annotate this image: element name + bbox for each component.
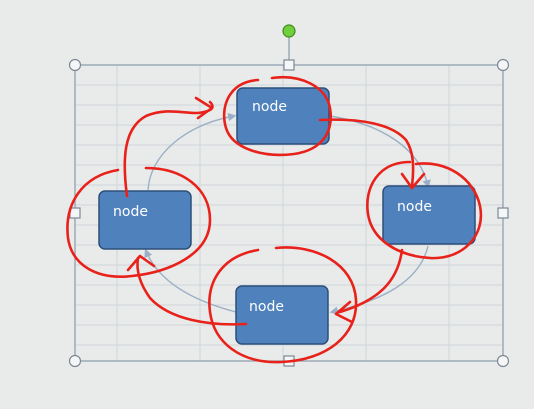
annotation-arrowhead-right: [400, 172, 426, 190]
annotation-stroke-top-to-right: [318, 118, 415, 188]
rotate-handle[interactable]: [282, 24, 296, 38]
node-label: node: [249, 299, 284, 315]
annotation-arrowhead-top: [194, 96, 214, 120]
resize-handle-bottom-right[interactable]: [496, 354, 510, 368]
node-label: node: [397, 199, 432, 215]
annotation-circle-bottom: [208, 246, 358, 364]
annotation-arrowhead-left: [126, 254, 156, 272]
node-box[interactable]: [235, 285, 329, 345]
resize-handle-bottom-left[interactable]: [68, 354, 82, 368]
node-label: node: [252, 99, 287, 115]
node-label: node: [113, 204, 148, 220]
node-box[interactable]: [236, 87, 330, 145]
node-box[interactable]: [98, 190, 192, 250]
node-left[interactable]: node: [98, 190, 192, 250]
connector-bottom-to-left: [144, 248, 237, 313]
resize-handle-top-left[interactable]: [68, 58, 82, 72]
annotation-arrowhead-bottom: [334, 300, 354, 324]
node-bottom[interactable]: node: [235, 285, 329, 345]
resize-handle-top-right[interactable]: [496, 58, 510, 72]
annotation-circle-top: [222, 75, 333, 157]
resize-handles: [68, 58, 510, 368]
node-top[interactable]: node: [236, 87, 330, 145]
resize-handle-left[interactable]: [69, 207, 81, 219]
resize-handle-top[interactable]: [283, 59, 295, 71]
node-box[interactable]: [382, 185, 476, 245]
resize-handle-right[interactable]: [497, 207, 509, 219]
node-right[interactable]: node: [382, 185, 476, 245]
annotation-circle-left: [66, 166, 212, 278]
connector-left-to-top: [147, 112, 237, 191]
annotation-stroke-bottom-to-left: [136, 256, 248, 326]
red-annotations: [66, 75, 483, 364]
annotation-circle-right: [366, 160, 483, 260]
annotation-stroke-right-to-bottom: [338, 248, 404, 314]
